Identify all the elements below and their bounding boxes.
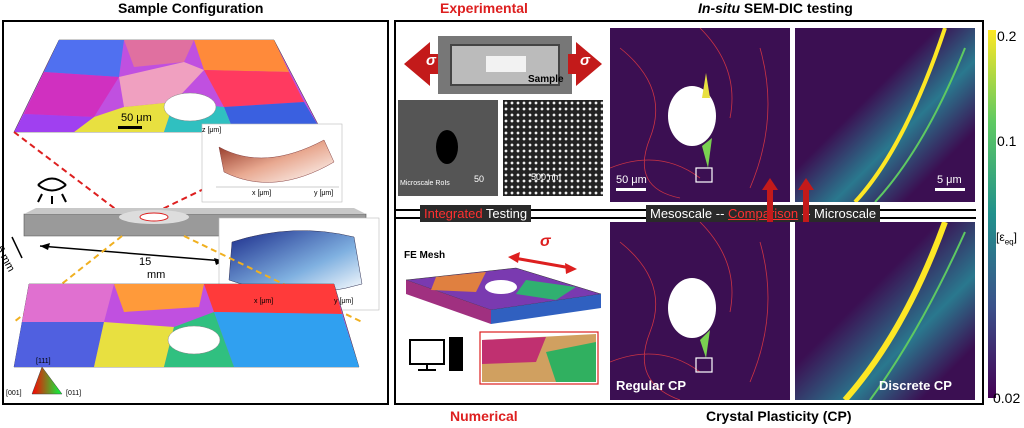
colorbar-min-label: 0.02 — [993, 390, 1021, 406]
sigma-right: σ — [580, 52, 590, 69]
ipf-label-011: [011] — [66, 390, 82, 397]
speckle-scale-label: 500 nm — [531, 172, 562, 182]
blue-plot-axis-x: x [μm] — [254, 298, 274, 305]
sample-configuration-title: Sample Configuration — [118, 0, 264, 16]
sample-configuration-figure — [11, 39, 380, 395]
sem-speckle-image: 500 nm — [503, 100, 603, 196]
comparison-arrows — [762, 178, 814, 246]
sample-label: Sample — [528, 74, 564, 85]
discrete-cp-map: Discrete CP — [795, 222, 975, 400]
scale-bar-label: 50 μm — [121, 112, 152, 124]
ebsd-map-top — [13, 39, 323, 133]
overview-scale-label: 50 — [474, 174, 485, 184]
sem-dic-mesoscale-map: 50 μm — [610, 28, 790, 202]
microscale-rois-label: Microscale RoIs — [400, 180, 450, 187]
crystal-plasticity-title: Crystal Plasticity (CP) — [706, 408, 852, 424]
plate-length-unit: mm — [147, 269, 166, 281]
experimental-title: Experimental — [440, 0, 528, 16]
right-panel-frame — [394, 20, 984, 405]
red-surface-plot — [201, 123, 343, 203]
fe-mesh-figure — [405, 252, 602, 385]
comparison-band: Integrated Testing Mesoscale -- Comparis… — [396, 203, 976, 225]
colorbar-max-label: 0.2 — [997, 28, 1017, 44]
loading-stage-photo: Sample — [438, 36, 572, 94]
regular-cp-label: Regular CP — [616, 378, 687, 393]
colorbar-mid-label: 0.1 — [997, 133, 1017, 149]
colorbar — [988, 30, 996, 398]
insitu-sem-dic-title: In-situ SEM-DIC testing — [698, 0, 853, 16]
integrated-testing-label: Integrated Testing — [420, 205, 532, 222]
red-plot-axis-z: z [μm] — [202, 127, 222, 134]
eye-icon — [37, 177, 67, 204]
computer-icon — [409, 337, 463, 371]
ebsd-map-bottom — [13, 283, 360, 368]
microscale-scale-label: 5 μm — [937, 174, 962, 186]
tensile-arrows — [404, 42, 602, 86]
numerical-title: Numerical — [450, 408, 518, 424]
sample-configuration-panel: 50 μm z [μm] x [μm] y [μm] x [μm] y [μm]… — [0, 20, 389, 405]
ipf-label-111: [111] — [36, 358, 51, 365]
ipf-label-001: [001] — [6, 390, 22, 397]
sem-overview-image: Microscale RoIs 50 — [398, 100, 498, 196]
regular-cp-map: Regular CP — [610, 222, 790, 400]
discrete-cp-label: Discrete CP — [879, 378, 952, 393]
colorbar-title: [εeq] — [996, 230, 1017, 247]
numerical-sigma: σ — [540, 233, 551, 250]
plate-length-label: 15 — [139, 256, 152, 268]
red-plot-axis-y: y [μm] — [314, 190, 334, 197]
sigma-left: σ — [426, 52, 436, 69]
sem-dic-microscale-map: 5 μm — [795, 28, 975, 202]
ipf-triangle — [31, 366, 63, 395]
mesoscale-comparison-label: Mesoscale -- Comparison -- Microscale — [646, 205, 881, 222]
fe-mesh-label: FE Mesh — [404, 250, 446, 261]
red-plot-axis-x: x [μm] — [252, 190, 272, 197]
mesoscale-scale-label: 50 μm — [616, 174, 647, 186]
blue-plot-axis-y: y [μm] — [334, 298, 354, 305]
